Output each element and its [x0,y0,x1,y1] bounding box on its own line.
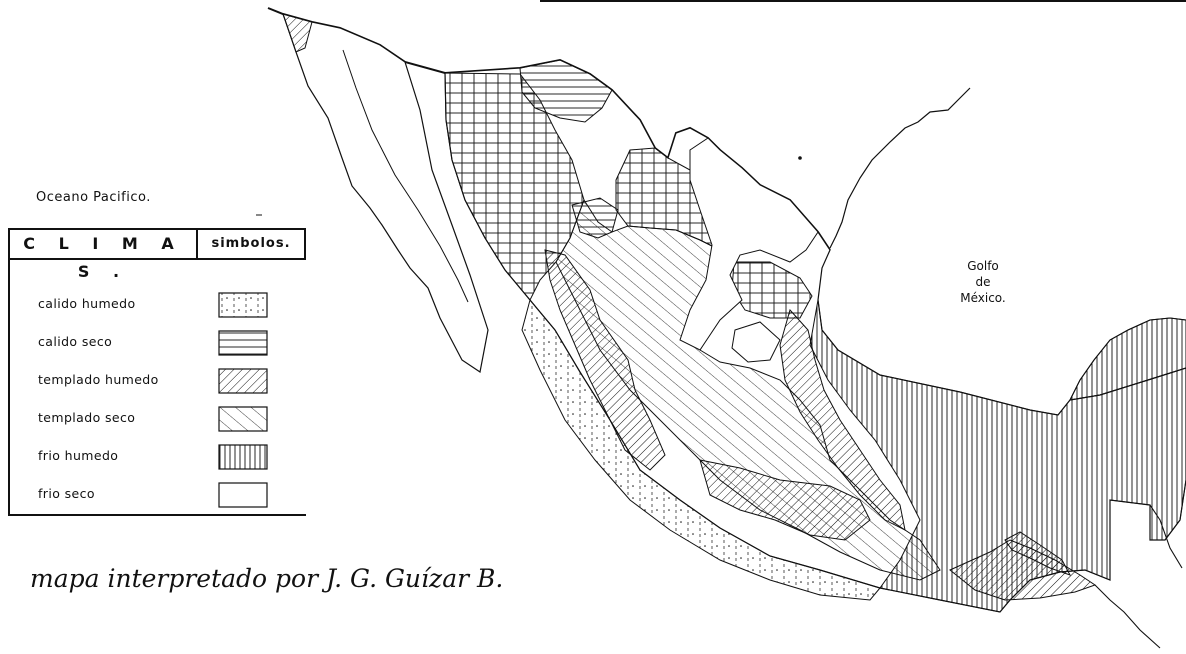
legend-row-calido-seco: calido seco [10,328,300,358]
region-frio-seco-plateau [679,137,819,351]
legend-label: templado seco [38,410,136,425]
legend-header: C L I M A S . simbolos. [8,228,306,281]
gulf-label-line-3: México. [960,291,1006,305]
belize-guatemala-border [1149,504,1183,569]
legend-row-templado-seco: templado seco [10,404,300,434]
gulf-of-mexico-label: Golfo de México. [938,258,1028,306]
legend-symbols-header: simbolos. [211,236,291,251]
legend-swatch-calido-seco [218,330,268,356]
legend-label: frio humedo [38,448,119,463]
baja-north-tip [282,13,313,53]
legend-swatch-calido-humedo [218,292,268,318]
us-gulf-coast [829,87,971,249]
legend-row-templado-humedo: templado humedo [10,366,300,396]
legend-swatch-frio-humedo [218,444,268,470]
legend-label: calido seco [38,334,113,349]
legend-row-calido-humedo: calido humedo [10,290,300,320]
map-credit: mapa interpretado por J. G. Guízar B. [30,564,504,593]
region-templado-humedo-transvolcanic [699,459,871,541]
gulf-label-line-2: de [975,275,991,289]
legend-row-frio-seco: frio seco [10,480,300,510]
region-templado-humedo-istmo [1004,531,1072,576]
baja-california [282,13,489,374]
gulf-label-line-1: Golfo [967,259,999,273]
legend-label: frio seco [38,486,95,501]
legend-body: calido humedo calido seco templado humed… [8,260,306,516]
region-frio-humedo-gulf-coast [809,299,1186,613]
southern-border [1094,584,1161,649]
region-frio-seco-bajio [731,321,781,363]
legend-title: C L I M A S . [10,230,198,281]
gulf-dot [798,156,802,160]
pacific-ocean-label: Oceano Pacifico. [36,190,151,205]
region-templado-humedo-sierra-madre-occidental [544,249,666,471]
region-calido-seco-north [519,59,613,123]
legend-swatch-templado-seco [218,406,268,432]
region-calido-seco-sinaloa [571,197,619,239]
legend-swatch-templado-humedo [218,368,268,394]
legend-label: templado humedo [38,372,159,387]
region-templado-humedo-sierra-madre-oriental [779,308,906,531]
climate-legend: C L I M A S . simbolos. calido humedo ca… [8,228,306,520]
baja-inner-coast [342,49,469,303]
legend-swatch-frio-seco [218,482,268,508]
legend-label: calido humedo [38,296,136,311]
legend-row-frio-humedo: frio humedo [10,442,300,472]
yucatan-region [1069,317,1186,401]
